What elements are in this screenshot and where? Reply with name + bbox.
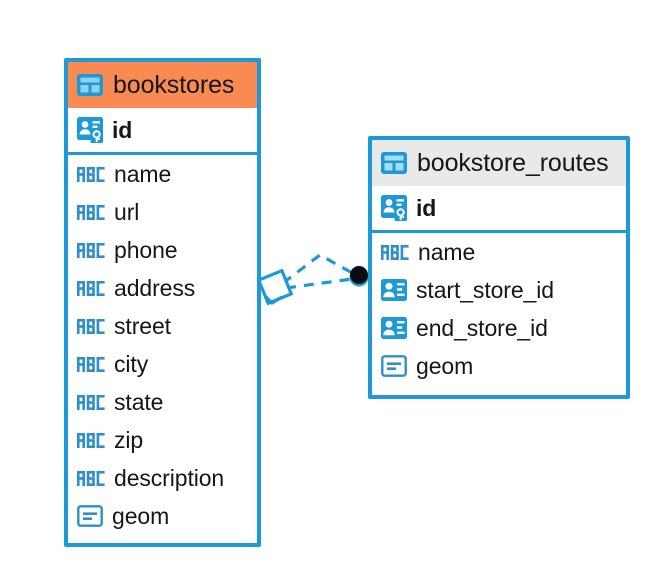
abc-text-icon — [381, 244, 409, 261]
attribute-label-name: name — [114, 160, 172, 187]
attribute-row-street[interactable]: street — [68, 307, 257, 345]
primary-key-icon — [77, 117, 103, 143]
entity-attribute-list-bookstore-routes: name start_store_id — [372, 233, 626, 385]
table-icon — [381, 152, 407, 174]
attribute-row-state[interactable]: state — [68, 383, 257, 421]
entity-header-bookstores[interactable]: bookstores — [68, 62, 257, 108]
attribute-label-street: street — [114, 312, 171, 339]
attribute-row-id[interactable]: id — [68, 108, 257, 152]
relationship-target-dot-icon — [350, 266, 368, 284]
abc-text-icon — [77, 318, 105, 335]
abc-text-icon — [77, 242, 105, 259]
attribute-row-url[interactable]: url — [68, 193, 257, 231]
attribute-label-state: state — [114, 388, 164, 415]
primary-key-icon — [381, 195, 407, 221]
relationship-line-upper — [282, 253, 355, 285]
entity-attribute-list-bookstores: name — [68, 155, 257, 535]
abc-text-icon — [77, 356, 105, 373]
attribute-label-geom: geom — [112, 502, 170, 529]
attribute-row-geom[interactable]: geom — [372, 347, 626, 385]
geometry-icon — [77, 505, 103, 527]
abc-text-icon — [77, 470, 105, 487]
foreign-key-icon — [381, 317, 407, 339]
relationship-source-tail-icon — [264, 295, 283, 306]
attribute-row-address[interactable]: address — [68, 269, 257, 307]
attribute-label-id: id — [416, 194, 437, 221]
geometry-icon — [381, 355, 407, 377]
attribute-row-description[interactable]: description — [68, 459, 257, 497]
table-icon — [77, 74, 103, 96]
attribute-label-id: id — [112, 116, 133, 143]
attribute-label-city: city — [114, 350, 149, 377]
attribute-row-zip[interactable]: zip — [68, 421, 257, 459]
attribute-label-start-store-id: start_store_id — [416, 276, 554, 303]
attribute-row-name[interactable]: name — [68, 155, 257, 193]
attribute-label-description: description — [114, 464, 225, 491]
entity-pk-section-bookstores: id — [68, 108, 257, 155]
attribute-label-zip: zip — [114, 426, 144, 453]
attribute-label-end-store-id: end_store_id — [416, 314, 548, 341]
relationship-target-ring-icon — [349, 267, 369, 287]
abc-text-icon — [77, 394, 105, 411]
attribute-row-id[interactable]: id — [372, 186, 626, 230]
entity-title-bookstores: bookstores — [113, 70, 235, 99]
relationship-line-lower — [285, 277, 353, 290]
attribute-row-start-store-id[interactable]: start_store_id — [372, 271, 626, 309]
attribute-row-end-store-id[interactable]: end_store_id — [372, 309, 626, 347]
attribute-row-geom[interactable]: geom — [68, 497, 257, 535]
attribute-label-geom: geom — [416, 352, 474, 379]
entity-table-bookstore-routes[interactable]: bookstore_routes — [368, 136, 630, 399]
attribute-label-name: name — [418, 238, 476, 265]
attribute-label-address: address — [114, 274, 196, 301]
foreign-key-icon — [381, 279, 407, 301]
entity-table-bookstores[interactable]: bookstores id — [64, 58, 261, 547]
entity-header-bookstore-routes[interactable]: bookstore_routes — [372, 140, 626, 186]
relationship-source-diamond-icon — [256, 268, 294, 306]
attribute-label-phone: phone — [114, 236, 178, 263]
abc-text-icon — [77, 280, 105, 297]
abc-text-icon — [77, 432, 105, 449]
abc-text-icon — [77, 204, 105, 221]
entity-title-bookstore-routes: bookstore_routes — [417, 148, 609, 177]
attribute-row-city[interactable]: city — [68, 345, 257, 383]
attribute-label-url: url — [114, 198, 140, 225]
attribute-row-phone[interactable]: phone — [68, 231, 257, 269]
entity-pk-section-bookstore-routes: id — [372, 186, 626, 233]
attribute-row-name[interactable]: name — [372, 233, 626, 271]
abc-text-icon — [77, 166, 105, 183]
